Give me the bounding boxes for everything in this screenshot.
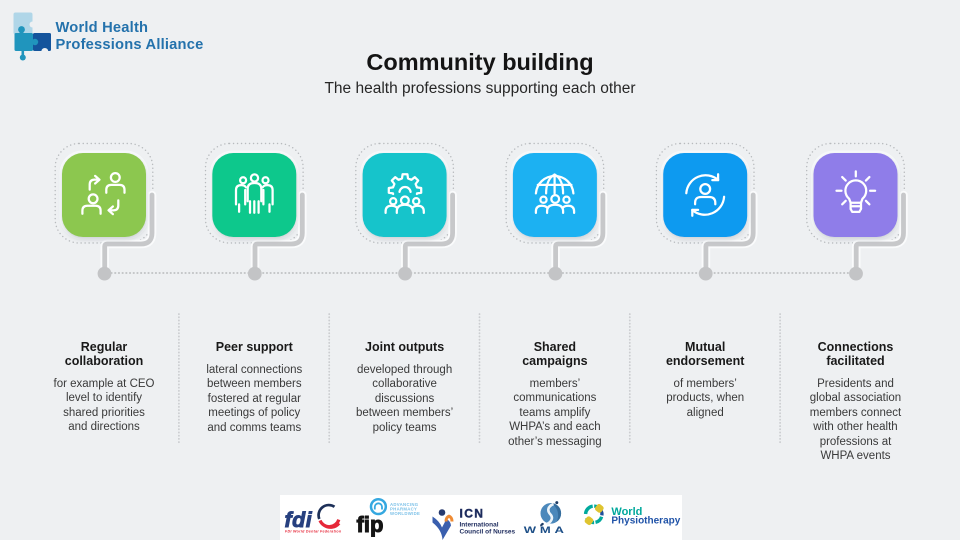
svg-text:FDI World Dental Federation: FDI World Dental Federation: [285, 530, 342, 534]
svg-text:Physiotherapy: Physiotherapy: [611, 516, 680, 527]
svg-text:fip: fip: [357, 512, 384, 537]
svg-text:World: World: [611, 506, 642, 518]
svg-text:ADVANCING: ADVANCING: [390, 502, 419, 507]
svg-text:International: International: [460, 522, 499, 529]
svg-text:ICN: ICN: [460, 506, 485, 520]
svg-text:WMA: WMA: [524, 526, 568, 536]
svg-text:WORLDWIDE: WORLDWIDE: [390, 511, 420, 516]
svg-text:PHARMACY: PHARMACY: [390, 506, 417, 511]
svg-text:fdi: fdi: [285, 508, 313, 532]
svg-text:Council of Nurses: Council of Nurses: [460, 529, 516, 536]
